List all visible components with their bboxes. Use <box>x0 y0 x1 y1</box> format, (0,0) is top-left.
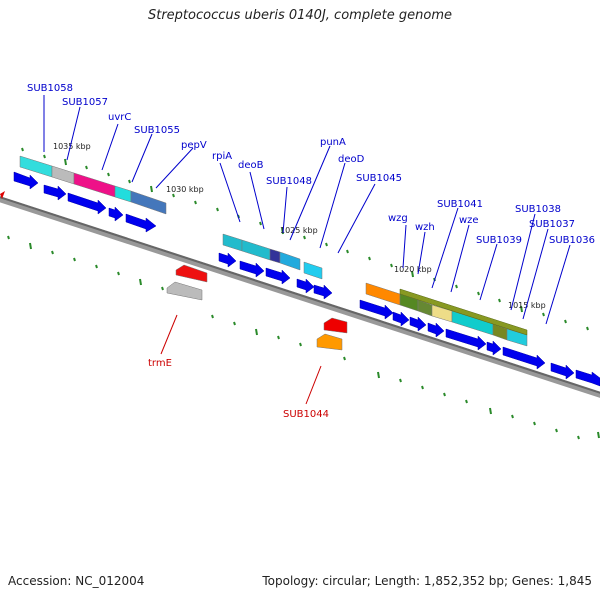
gene-label: rpiA <box>212 151 232 162</box>
genome-backbone <box>0 196 600 398</box>
gene-label: SUB1038 <box>515 204 561 215</box>
scale-label-1020: 1020 kbp <box>394 265 432 274</box>
gene-label: SUB1039 <box>476 235 522 246</box>
scale-label-1035: 1035 kbp <box>53 142 91 151</box>
gene-label: SUB1045 <box>356 173 402 184</box>
gene-label: SUB1036 <box>549 235 595 246</box>
gene-bar-rpia <box>222 233 243 252</box>
scale-label-1025: 1025 kbp <box>280 226 318 235</box>
gene-label: deoD <box>338 154 365 165</box>
genome-title: Streptococcus uberis 0140J, complete gen… <box>147 8 453 23</box>
edge-marker <box>0 191 5 199</box>
gene-label: SUB1057 <box>62 97 108 108</box>
gene-label: deoB <box>238 160 264 171</box>
reverse-leader-lines <box>160 314 322 405</box>
gene-label: SUB1041 <box>437 199 483 210</box>
gene-label-sub1044: SUB1044 <box>283 409 329 420</box>
gene-bar-deod <box>303 261 323 280</box>
reverse-genes <box>166 264 348 351</box>
accession-label: Accession: NC_012004 <box>8 574 145 588</box>
gene-label: punA <box>320 137 346 148</box>
reverse-labels: trmE SUB1044 <box>148 358 329 420</box>
gene-bar-sub1044-orange <box>316 333 343 351</box>
gene-bar-sub1048 <box>269 248 281 264</box>
gene-label: uvrC <box>108 112 131 123</box>
gene-label-trme: trmE <box>148 358 172 369</box>
gene-bar-sub1055 <box>114 185 132 203</box>
gene-bar-sub1057 <box>51 165 75 185</box>
gene-bar-sub1058 <box>19 155 53 178</box>
operon-bar <box>399 288 528 336</box>
gene-bar-sub1044-red <box>323 317 348 334</box>
gene-bar-trme-grey <box>166 281 203 301</box>
forward-leader-lines <box>43 95 571 325</box>
gene-bar-uvrc <box>73 172 116 198</box>
gene-label: SUB1055 <box>134 125 180 136</box>
gene-bar-puna <box>279 251 301 271</box>
gene-bar-wzg <box>365 282 401 306</box>
lower-ticks <box>7 235 600 440</box>
forward-arrows <box>13 171 600 387</box>
genome-summary: Topology: circular; Length: 1,852,352 bp… <box>262 574 592 588</box>
gene-bar-pepv <box>130 190 167 215</box>
gene-label: wze <box>459 215 479 226</box>
gene-label: SUB1048 <box>266 176 312 187</box>
gene-label: SUB1058 <box>27 83 73 94</box>
gene-label: wzg <box>388 213 408 224</box>
gene-bar-deob <box>241 239 271 261</box>
gene-bars <box>19 155 528 347</box>
gene-label: wzh <box>415 222 435 233</box>
gene-label: SUB1037 <box>529 219 575 230</box>
forward-labels: SUB1058 SUB1057 uvrC SUB1055 pepV rpiA d… <box>27 83 595 246</box>
gene-bar-trme-red <box>175 264 208 283</box>
scale-label-1030: 1030 kbp <box>166 185 204 194</box>
gene-label: pepV <box>181 140 207 151</box>
